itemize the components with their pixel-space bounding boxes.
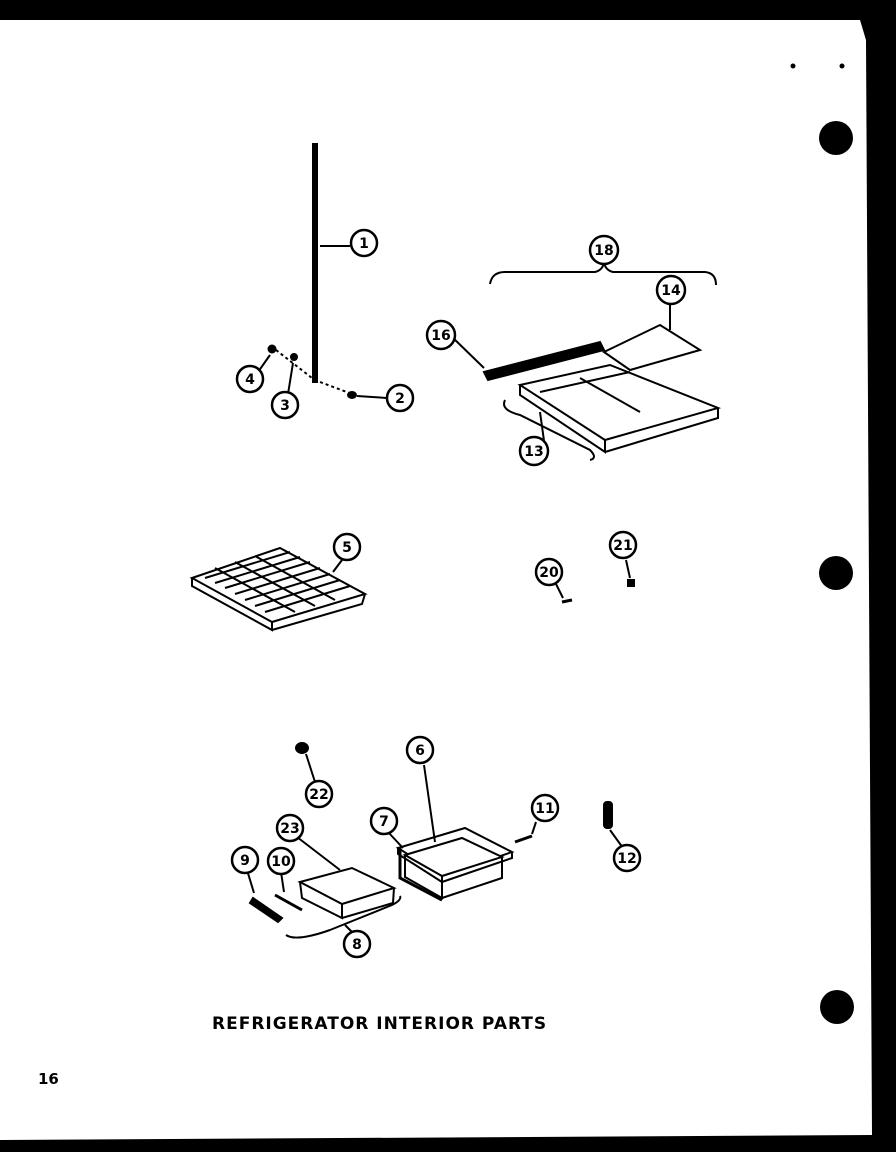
svg-text:9: 9: [240, 853, 250, 869]
svg-text:11: 11: [535, 801, 554, 817]
callout-22: 22: [304, 779, 334, 809]
callout-7: 7: [369, 806, 399, 836]
svg-text:10: 10: [271, 854, 291, 870]
callout-5: 5: [332, 532, 362, 562]
svg-text:22: 22: [309, 787, 328, 803]
callout-16: 16: [425, 319, 457, 351]
callout-8: 8: [342, 929, 372, 959]
svg-text:16: 16: [431, 328, 450, 344]
svg-text:20: 20: [539, 565, 559, 581]
slide-shelf-assembly: [449, 261, 722, 461]
callout-13: 13: [518, 435, 550, 467]
callout-1: 1: [349, 228, 379, 258]
svg-text:8: 8: [352, 937, 362, 953]
diagram-title: REFRIGERATOR INTERIOR PARTS: [212, 1014, 547, 1034]
callout-11: 11: [530, 793, 560, 823]
callout-12: 12: [612, 843, 642, 873]
binder-hole-top: [819, 121, 853, 155]
svg-text:13: 13: [524, 444, 543, 460]
callout-21: 21: [608, 530, 638, 560]
paper-sheet: [0, 20, 872, 1140]
callout-23: 23: [275, 813, 305, 843]
callout-9: 9: [230, 845, 260, 875]
wire-shelf: [189, 546, 368, 632]
small-fasteners: [555, 559, 635, 604]
svg-text:18: 18: [594, 243, 613, 259]
svg-text:12: 12: [617, 851, 636, 867]
callout-20: 20: [534, 557, 564, 587]
svg-text:2: 2: [395, 391, 405, 407]
callout-2: 2: [385, 383, 415, 413]
binder-hole-middle: [819, 556, 853, 590]
svg-text:5: 5: [342, 540, 352, 556]
shelf-support-rail: [312, 143, 318, 383]
callout-4: 4: [235, 364, 265, 394]
page-number: 16: [38, 1070, 59, 1088]
svg-text:7: 7: [379, 814, 389, 830]
svg-text:14: 14: [661, 283, 681, 299]
speck: [839, 63, 845, 69]
svg-text:3: 3: [280, 398, 290, 414]
svg-text:1: 1: [359, 236, 369, 252]
callout-3: 3: [270, 390, 300, 420]
callout-18: 18: [588, 234, 620, 266]
binder-hole-bottom: [820, 990, 854, 1024]
svg-text:4: 4: [245, 372, 255, 388]
svg-text:23: 23: [280, 821, 299, 837]
svg-text:21: 21: [613, 538, 632, 554]
callout-14: 14: [655, 274, 687, 306]
speck: [790, 63, 796, 69]
callout-10: 10: [266, 846, 296, 876]
callout-6: 6: [405, 735, 435, 765]
svg-text:6: 6: [415, 743, 425, 759]
crisper-parts: [246, 742, 624, 939]
